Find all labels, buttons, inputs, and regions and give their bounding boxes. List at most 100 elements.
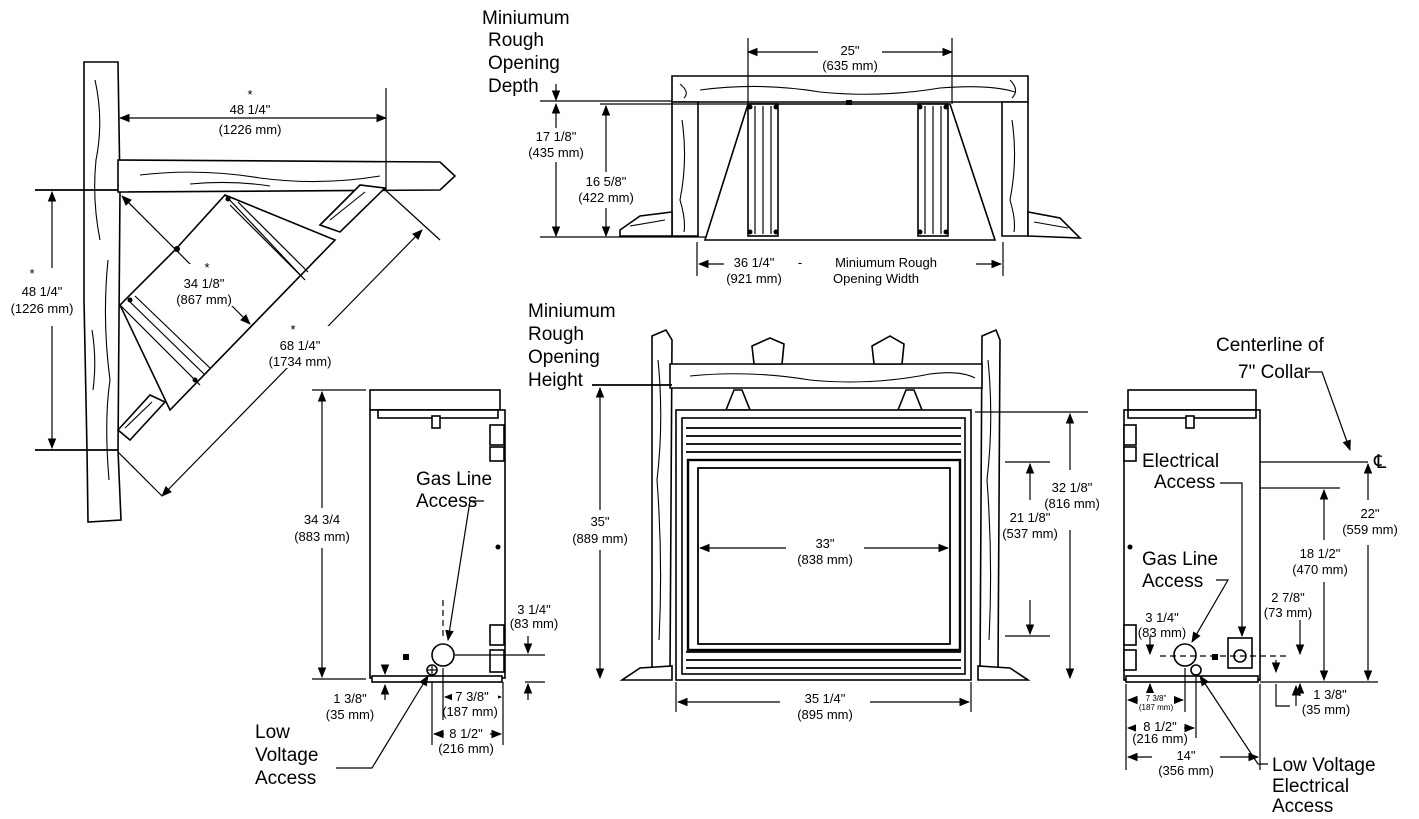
right-dim-collar-mm: (559 mm) (1342, 522, 1398, 537)
right-dim-elec-mm: (470 mm) (1292, 562, 1348, 577)
right-side-top-cap (1127, 389, 1257, 411)
right-low-label-1: Low Voltage (1272, 755, 1376, 776)
asterisk-top: * (247, 87, 252, 102)
collar-label-2: 7" Collar (1238, 362, 1311, 383)
right-gas-label-2: Access (1142, 571, 1203, 592)
left-dim-gas-w: 7 3/8" (455, 689, 489, 704)
front-dim-glass-h: 21 1/8" (1010, 510, 1051, 525)
height-label-2: Rough (528, 324, 584, 345)
left-dim-low-w: 8 1/2" (449, 726, 483, 741)
right-low-label-3: Access (1272, 796, 1333, 814)
right-side-view: Centerline of 7" Collar Electrical Acces… (1123, 335, 1398, 817)
top-right-stud (1001, 101, 1029, 237)
top-left-stud (671, 101, 699, 237)
right-dim-elec-h: 2 7/8" (1271, 590, 1305, 605)
height-label-4: Height (528, 370, 584, 391)
front-bottom-louver (686, 651, 961, 669)
top-dim-depth-mm: (435 mm) (528, 145, 584, 160)
front-header-beam (669, 363, 983, 389)
front-view: Miniumum Rough Opening Height (528, 301, 1100, 726)
right-dim-elec: 18 1/2" (1300, 546, 1341, 561)
corner-dim-top: 48 1/4" (230, 102, 271, 117)
front-dim-total-h-mm: (816 mm) (1044, 496, 1100, 511)
left-dim-low-mm: (35 mm) (326, 707, 374, 722)
corner-install-view: * 48 1/4" (1226 mm) * 48 1/4" (1226 mm) … (6, 61, 457, 523)
right-dim-gas-h-mm: (83 mm) (1138, 625, 1186, 640)
left-dim-low-w-mm: (216 mm) (438, 741, 494, 756)
right-dim-gas-w-mm: (187 mm) (1139, 703, 1174, 712)
right-elec-label-2: Access (1154, 472, 1215, 493)
left-low-label-3: Access (255, 768, 316, 789)
depth-label-2: Rough (488, 30, 544, 51)
left-gas-label-2: Access (416, 491, 477, 512)
right-elec-label-1: Electrical (1142, 451, 1219, 472)
corner-top-header (117, 159, 457, 193)
front-dim-width: 35 1/4" (805, 691, 846, 706)
top-view: Miniumum Rough Opening Depth (482, 8, 1083, 286)
corner-block-upper (318, 184, 387, 233)
front-dim-glass: 33" (815, 536, 834, 551)
depth-label-1: Miniumum (482, 8, 570, 29)
top-header-beam (671, 75, 1029, 103)
left-gas-label-1: Gas Line (416, 469, 492, 490)
corner-vertical-stud (83, 61, 122, 523)
left-dim-low: 1 3/8" (333, 691, 367, 706)
front-glass-frame (686, 458, 962, 652)
left-dim-height-mm: (883 mm) (294, 529, 350, 544)
front-dim-height-mm: (889 mm) (572, 531, 628, 546)
right-gas-line-hole (1173, 643, 1197, 667)
left-gas-line-hole (431, 643, 455, 667)
front-left-stud (651, 328, 673, 673)
front-dim-glass-h-mm: (537 mm) (1002, 526, 1058, 541)
left-side-view: 34 3/4 (883 mm) Gas Line Access 3 1/4" (… (255, 389, 558, 789)
top-dim-depth: 17 1/8" (536, 129, 577, 144)
left-low-label-1: Low (255, 722, 290, 743)
height-label-1: Miniumum (528, 301, 616, 322)
asterisk-left: * (29, 266, 34, 281)
top-dim-25-mm: (635 mm) (822, 58, 878, 73)
front-dim-total-h: 32 1/8" (1052, 480, 1093, 495)
right-dim-depth-mm: (356 mm) (1158, 763, 1214, 778)
left-dim-gas-w-mm: (187 mm) (442, 704, 498, 719)
width-label-2: Opening Width (833, 271, 919, 286)
corner-dim-diag-short: 34 1/8" (184, 276, 225, 291)
corner-dim-top-mm: (1226 mm) (219, 122, 282, 137)
asterisk-diag-short: * (204, 260, 209, 275)
front-glass (697, 467, 951, 645)
top-left-floor (619, 211, 673, 237)
width-label-1: Miniumum Rough (835, 255, 937, 270)
right-low-label-2: Electrical (1272, 776, 1349, 797)
centerline-symbol: ℄ (1373, 452, 1387, 473)
corner-dim-left-mm: (1226 mm) (11, 301, 74, 316)
asterisk-diag-long: * (290, 322, 295, 337)
top-dim-25: 25" (840, 43, 859, 58)
right-low-voltage-port (1190, 664, 1202, 676)
corner-dim-diag-long: 68 1/4" (280, 338, 321, 353)
left-dim-gas-h: 3 1/4" (517, 602, 551, 617)
front-dim-height: 35" (590, 514, 609, 529)
top-dim-inner-mm: (422 mm) (578, 190, 634, 205)
right-dim-low-w: 8 1/2" (1143, 719, 1177, 734)
top-dim-width-mm: (921 mm) (726, 271, 782, 286)
corner-dim-diag-short-mm: (867 mm) (176, 292, 232, 307)
left-side-top-cap (369, 389, 501, 411)
right-gas-label-1: Gas Line (1142, 549, 1218, 570)
height-label-3: Opening (528, 347, 600, 368)
left-dim-height: 34 3/4 (304, 512, 340, 527)
left-dim-gas-h-mm: (83 mm) (510, 616, 558, 631)
depth-label-3: Opening (488, 53, 560, 74)
corner-block-lower (116, 394, 167, 442)
front-right-stud (979, 328, 1001, 673)
corner-dim-diag-long-mm: (1734 mm) (269, 354, 332, 369)
right-dim-depth: 14" (1176, 748, 1195, 763)
right-dim-elec-h-mm: (73 mm) (1264, 605, 1312, 620)
right-dim-gas-h: 3 1/4" (1145, 610, 1179, 625)
top-dim-inner: 16 5/8" (586, 174, 627, 189)
right-dim-low-mm: (35 mm) (1302, 702, 1350, 717)
left-side-body (369, 409, 506, 679)
front-top-louver (686, 427, 961, 453)
right-dim-low-w-mm: (216 mm) (1132, 731, 1188, 746)
right-dim-collar: 22" (1360, 506, 1379, 521)
top-dim-width: 36 1/4" (734, 255, 775, 270)
